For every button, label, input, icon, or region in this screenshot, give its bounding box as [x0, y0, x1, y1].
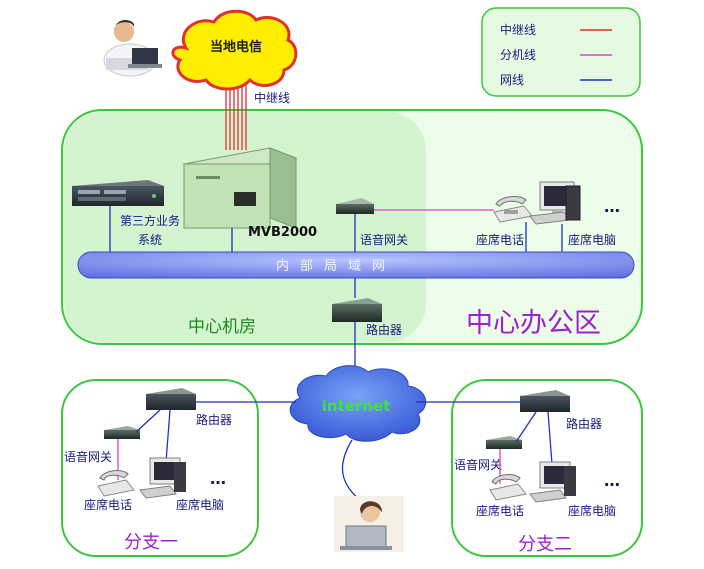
- branch2-router-icon: [520, 390, 570, 412]
- branch1-gateway-label: 语音网关: [64, 449, 112, 464]
- branch2-pc-icon: [529, 461, 576, 503]
- center-ellipsis: …: [604, 197, 620, 216]
- center-router-icon: [332, 298, 382, 322]
- branch1-pc-icon: [139, 457, 186, 499]
- branch2-ellipsis: …: [604, 471, 620, 490]
- center-pc-label: 座席电脑: [568, 232, 616, 247]
- branch1-gateway-icon: [104, 426, 140, 439]
- trunk-label: 中继线: [254, 90, 290, 105]
- branch2-phone-icon: [489, 474, 527, 501]
- internet-cloud: [289, 365, 427, 442]
- center-phone-icon: [493, 196, 533, 223]
- branch1-phone-icon: [97, 470, 135, 497]
- branch2-router-label: 路由器: [566, 416, 602, 431]
- third-party-label-line1: 第三方业务: [120, 213, 180, 228]
- branch1-phone-label: 座席电话: [84, 497, 132, 512]
- legend-trunk-label: 中继线: [500, 22, 536, 37]
- center-pc-icon: [529, 181, 581, 225]
- center-phone-label: 座席电话: [476, 232, 524, 247]
- branch1-router-label: 路由器: [196, 412, 232, 427]
- lan-bus: [77, 251, 635, 279]
- branch2-phone-label: 座席电话: [476, 503, 524, 518]
- branch1-ellipsis: …: [210, 469, 226, 488]
- center-office-title: 中心办公区: [466, 308, 601, 339]
- trunk-lines: [225, 80, 247, 150]
- legend-network-label: 网线: [500, 73, 524, 87]
- mvb2000-label: MVB2000: [248, 225, 317, 240]
- legend-extension-label: 分机线: [500, 48, 536, 62]
- lan-label: 内部局域网: [276, 258, 396, 274]
- third-party-label-line2: 系统: [138, 233, 162, 247]
- branch2-title: 分支二: [518, 534, 572, 555]
- center-gateway-icon: [336, 198, 374, 214]
- mvb2000-icon: [182, 147, 298, 229]
- branch1-pc-label: 座席电脑: [176, 497, 224, 512]
- operator-person-icon: [100, 16, 166, 77]
- machine-room-title: 中心机房: [188, 317, 256, 337]
- third-party-server-icon: [72, 180, 164, 206]
- local-telecom-label: 当地电信: [210, 39, 262, 55]
- branch2-pc-label: 座席电脑: [568, 503, 616, 518]
- remote-user-icon: [334, 496, 404, 552]
- internet-links: [180, 401, 530, 501]
- branch1-router-icon: [146, 388, 196, 410]
- branch2-gateway-label: 语音网关: [454, 457, 502, 472]
- center-network-lines: [109, 206, 563, 298]
- internet-label: internet: [322, 397, 391, 415]
- center-router-label: 路由器: [366, 322, 402, 337]
- branch2-gateway-icon: [486, 436, 522, 449]
- local-telecom-cloud: [171, 9, 298, 91]
- center-gateway-label: 语音网关: [360, 232, 408, 247]
- branch1-title: 分支一: [124, 532, 178, 553]
